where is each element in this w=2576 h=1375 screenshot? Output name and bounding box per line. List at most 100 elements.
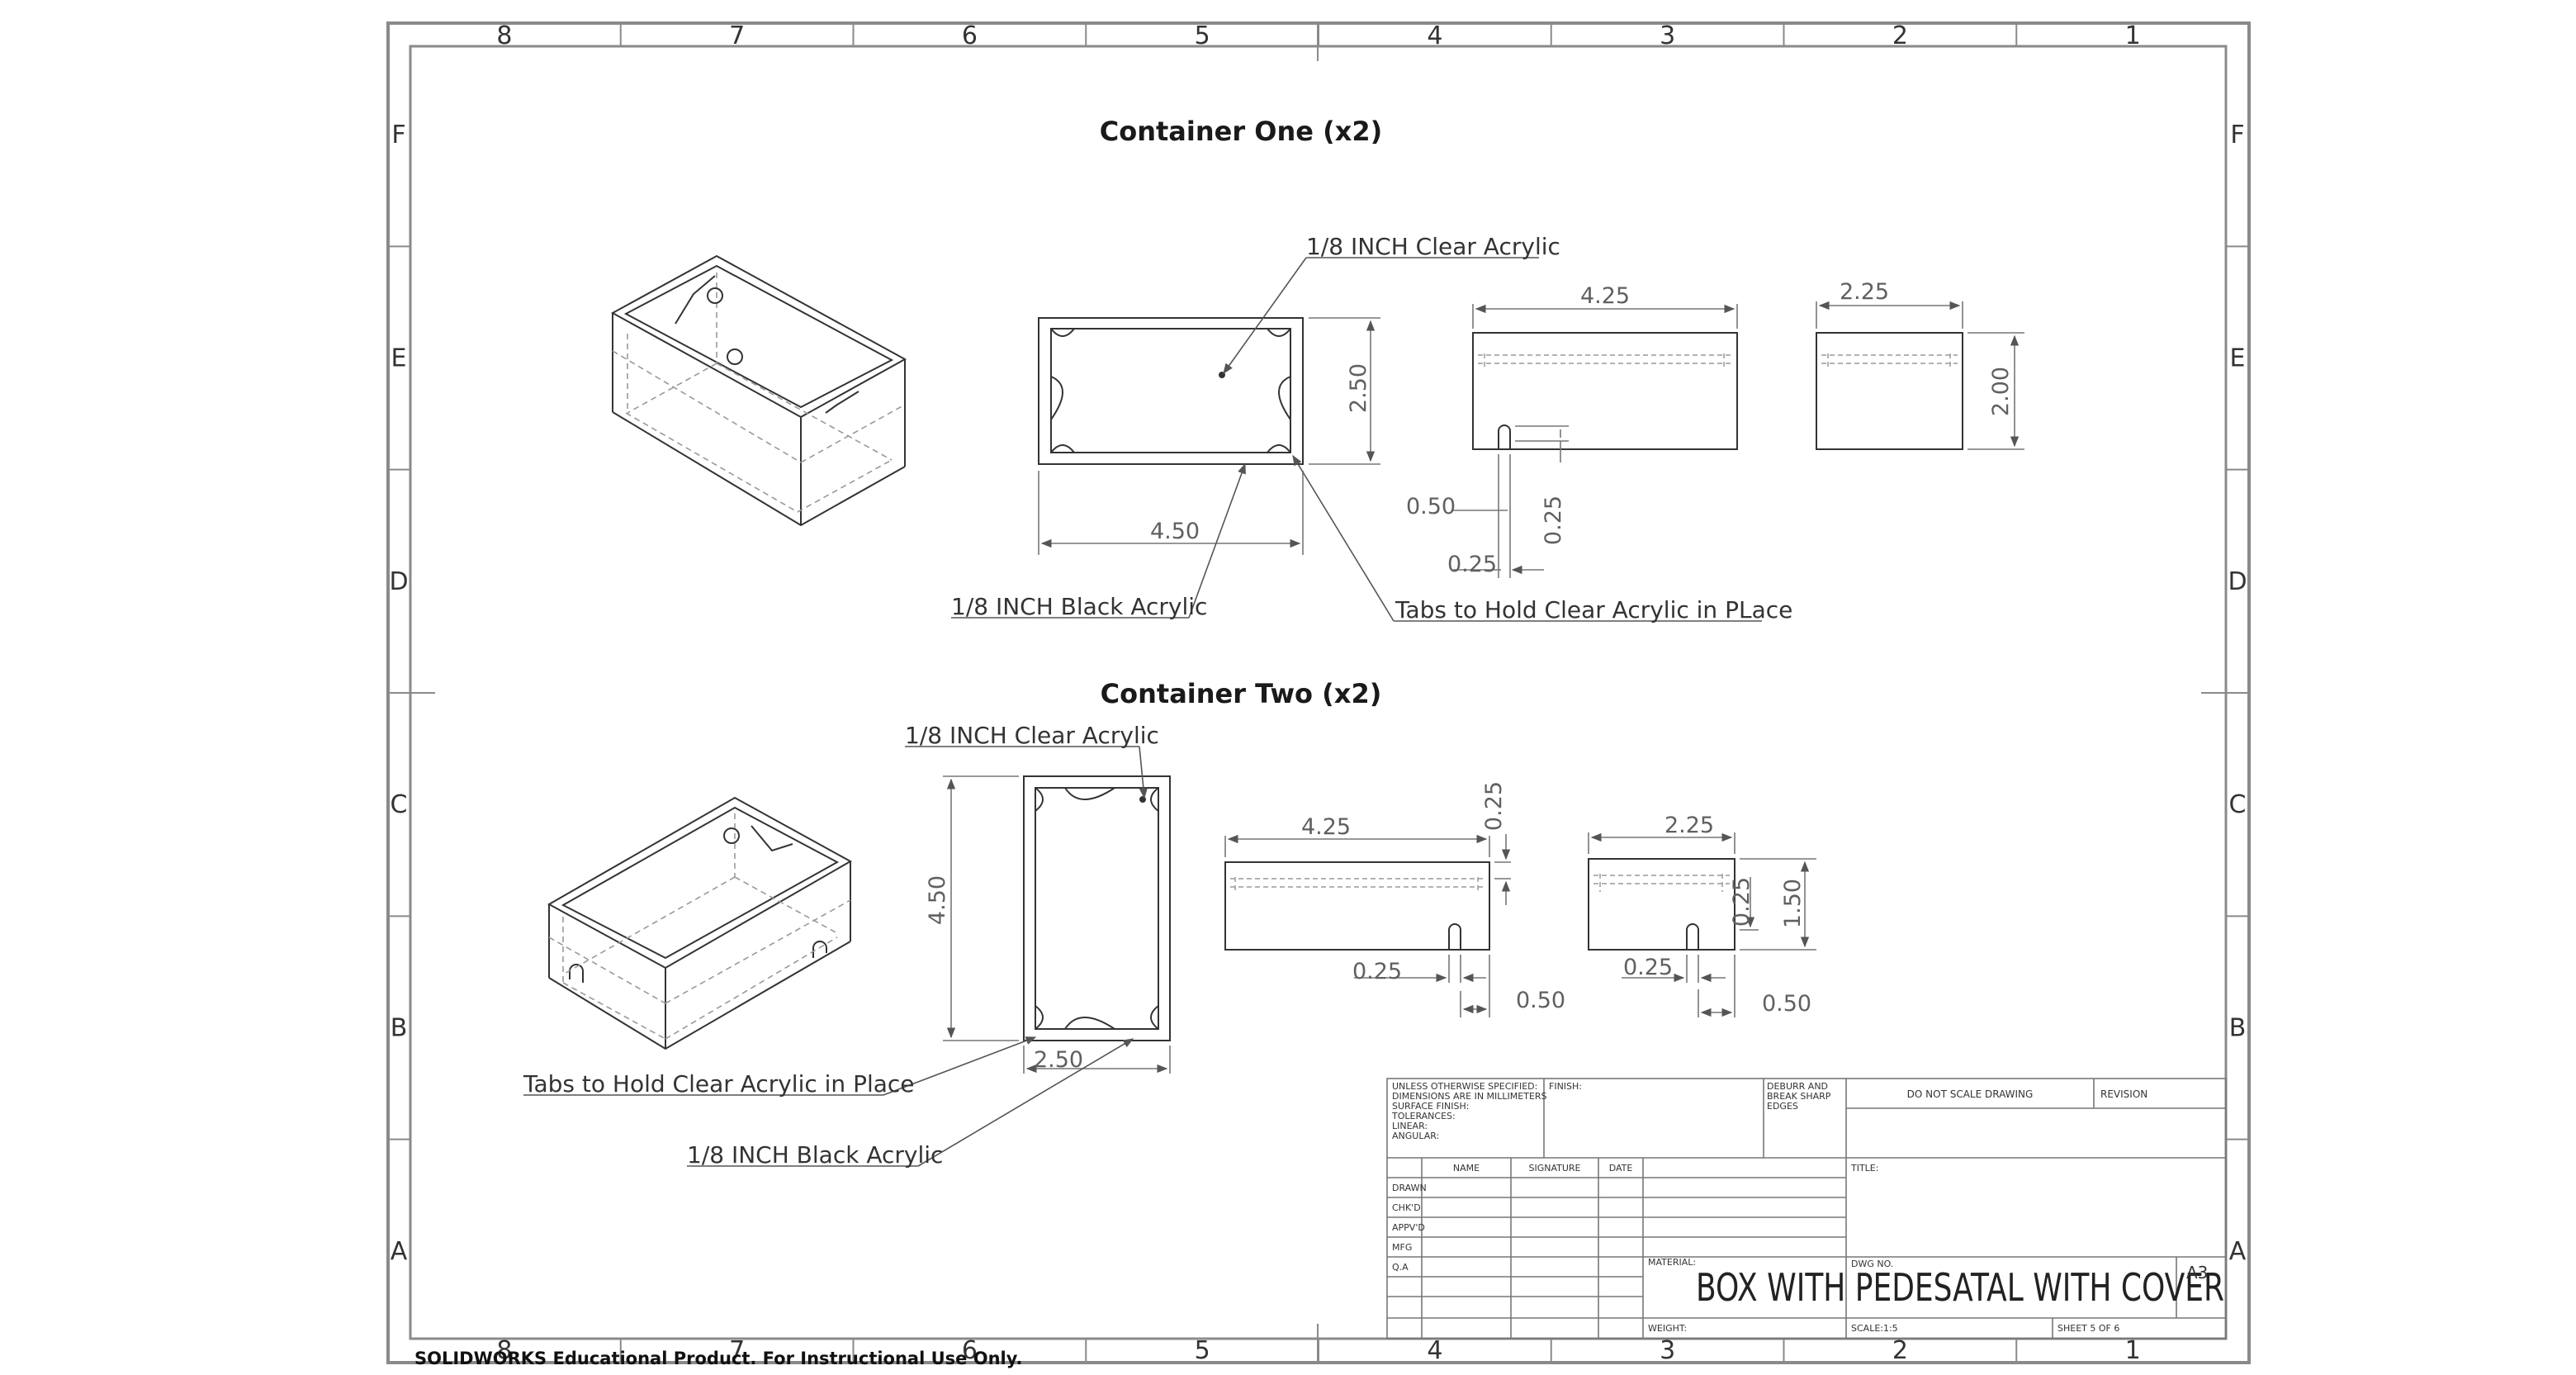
title-block-scale: SCALE:1:5 <box>1851 1323 1898 1334</box>
zone-col-top-1: 1 <box>2125 21 2141 50</box>
container-two-front-dims <box>1224 834 1511 1017</box>
dim-two-front-edge: 0.50 <box>1516 988 1565 1013</box>
title-block-weight: WEIGHT: <box>1648 1323 1687 1334</box>
zone-col-bottom-5: 5 <box>1195 1336 1210 1365</box>
title-block-revision: REVISION <box>2100 1088 2147 1100</box>
zone-col-top-2: 2 <box>1892 21 1908 50</box>
svg-text:UNLESS OTHERWISE SPECIFIED:: UNLESS OTHERWISE SPECIFIED: <box>1392 1081 1537 1092</box>
drawing-title: BOX WITH PEDESATAL WITH COVER <box>1696 1265 2224 1310</box>
zone-col-bottom-3: 3 <box>1660 1336 1675 1365</box>
svg-text:DRAWN: DRAWN <box>1392 1183 1427 1193</box>
title-block-do-not-scale: DO NOT SCALE DRAWING <box>1907 1088 2034 1100</box>
svg-text:MFG: MFG <box>1392 1242 1412 1253</box>
container-two-front-view <box>1224 861 1490 951</box>
container-one-title: Container One (x2) <box>1100 116 1383 147</box>
svg-text:Q.A: Q.A <box>1392 1262 1409 1273</box>
note-black-acrylic-two: 1/8 INCH Black Acrylic <box>687 1141 943 1169</box>
zone-row-left-E: E <box>391 344 407 373</box>
zone-col-top-5: 5 <box>1195 21 1210 50</box>
zone-col-bottom-4: 4 <box>1427 1336 1442 1365</box>
dim-side-width: 2.25 <box>1840 279 1889 305</box>
container-one-side-view <box>1816 332 1963 450</box>
zone-row-right-A: A <box>2229 1237 2247 1266</box>
zone-row-right-E: E <box>2230 344 2246 373</box>
zone-col-bottom-8: 8 <box>496 1336 512 1365</box>
zone-row-right-D: D <box>2228 567 2247 596</box>
note-tabs-one: Tabs to Hold Clear Acrylic in PLace <box>1395 596 1792 623</box>
zone-row-left-A: A <box>391 1237 408 1266</box>
dim-slot-offset: 0.50 <box>1406 494 1456 519</box>
container-two-side-dims <box>1588 832 1816 1017</box>
container-two-top-view <box>1023 775 1171 1041</box>
dim-top-width: 4.50 <box>1150 519 1200 544</box>
dim-slot-depth: 0.25 <box>1541 495 1566 545</box>
dim-two-top-height: 4.50 <box>925 875 950 925</box>
zone-row-left-F: F <box>391 121 405 149</box>
svg-text:CHK'D: CHK'D <box>1392 1202 1421 1213</box>
dim-top-height: 2.50 <box>1346 363 1371 413</box>
zone-col-top-8: 8 <box>496 21 512 50</box>
container-one-front-dims <box>1453 304 1738 578</box>
container-two-top-dims <box>943 775 1171 1074</box>
dim-slot-width: 0.25 <box>1447 552 1497 577</box>
zone-row-left-D: D <box>389 567 408 596</box>
zone-col-top-6: 6 <box>962 21 978 50</box>
zone-row-right-B: B <box>2229 1014 2247 1043</box>
container-one-leaders <box>951 257 1762 622</box>
dim-two-side-slot: 0.25 <box>1623 955 1673 980</box>
title-block-dwg-no: DWG NO. <box>1851 1259 1893 1269</box>
container-one-top-dims <box>1038 317 1380 555</box>
svg-text:DEBURR AND: DEBURR AND <box>1767 1081 1828 1092</box>
watermark: SOLIDWORKS Educational Product. For Inst… <box>414 1349 1022 1368</box>
container-two-title: Container Two (x2) <box>1101 678 1382 709</box>
svg-text:APPV'D: APPV'D <box>1392 1222 1425 1233</box>
title-block-col-date: DATE <box>1609 1163 1633 1173</box>
note-clear-acrylic-one: 1/8 INCH Clear Acrylic <box>1306 233 1560 260</box>
zone-col-bottom-7: 7 <box>729 1336 745 1365</box>
title-block <box>1386 1078 2227 1339</box>
svg-text:EDGES: EDGES <box>1767 1101 1798 1112</box>
zone-col-bottom-1: 1 <box>2125 1336 2141 1365</box>
title-block-rows: DRAWN CHK'D APPV'D MFG Q.A <box>1392 1183 1427 1273</box>
zone-row-left-B: B <box>391 1014 408 1043</box>
dim-two-side-height: 1.50 <box>1780 879 1806 928</box>
note-tabs-two: Tabs to Hold Clear Acrylic in Place <box>523 1070 915 1098</box>
svg-text:TOLERANCES:: TOLERANCES: <box>1391 1111 1456 1121</box>
dim-two-side-slot-depth: 0.25 <box>1729 877 1754 927</box>
zone-col-top-3: 3 <box>1660 21 1675 50</box>
title-block-size: A3 <box>2186 1263 2208 1283</box>
title-block-deburr: DEBURR AND BREAK SHARP EDGES <box>1767 1081 1831 1112</box>
title-block-material: MATERIAL: <box>1648 1257 1696 1268</box>
dim-side-height: 2.00 <box>1988 367 2014 416</box>
dim-two-front-slot: 0.25 <box>1352 959 1402 984</box>
svg-text:LINEAR:: LINEAR: <box>1392 1121 1428 1131</box>
svg-text:SURFACE FINISH:: SURFACE FINISH: <box>1392 1101 1469 1112</box>
svg-text:ANGULAR:: ANGULAR: <box>1392 1131 1439 1141</box>
dim-two-front-width: 4.25 <box>1301 814 1351 840</box>
container-two-isometric-view <box>547 796 853 1050</box>
dim-two-side-width: 2.25 <box>1664 813 1714 838</box>
title-block-sheet: SHEET 5 OF 6 <box>2057 1323 2119 1334</box>
zone-col-top-4: 4 <box>1427 21 1442 50</box>
svg-text:BREAK SHARP: BREAK SHARP <box>1767 1091 1831 1102</box>
container-one-top-view <box>1038 317 1304 465</box>
zone-ticks <box>388 23 2249 1363</box>
note-clear-acrylic-two: 1/8 INCH Clear Acrylic <box>905 722 1159 749</box>
dim-front-width: 4.25 <box>1580 283 1630 309</box>
zone-row-right-C: C <box>2229 790 2247 819</box>
title-block-col-name: NAME <box>1453 1163 1480 1173</box>
zone-col-top-7: 7 <box>729 21 745 50</box>
zone-row-left-C: C <box>391 790 408 819</box>
zone-col-bottom-6: 6 <box>962 1336 978 1365</box>
dim-two-front-offset: 0.25 <box>1481 781 1507 831</box>
container-two-side-view <box>1588 858 1735 951</box>
svg-text:DIMENSIONS ARE IN MILLIMETERS: DIMENSIONS ARE IN MILLIMETERS <box>1392 1091 1547 1102</box>
zone-row-right-F: F <box>2230 121 2244 149</box>
note-black-acrylic-one: 1/8 INCH Black Acrylic <box>951 593 1207 620</box>
container-one-isometric-view <box>610 254 907 527</box>
title-block-col-signature: SIGNATURE <box>1528 1163 1580 1173</box>
dim-two-top-width: 2.50 <box>1034 1047 1083 1073</box>
container-one-side-dims <box>1816 301 2024 450</box>
container-two-leaders <box>523 746 1148 1167</box>
